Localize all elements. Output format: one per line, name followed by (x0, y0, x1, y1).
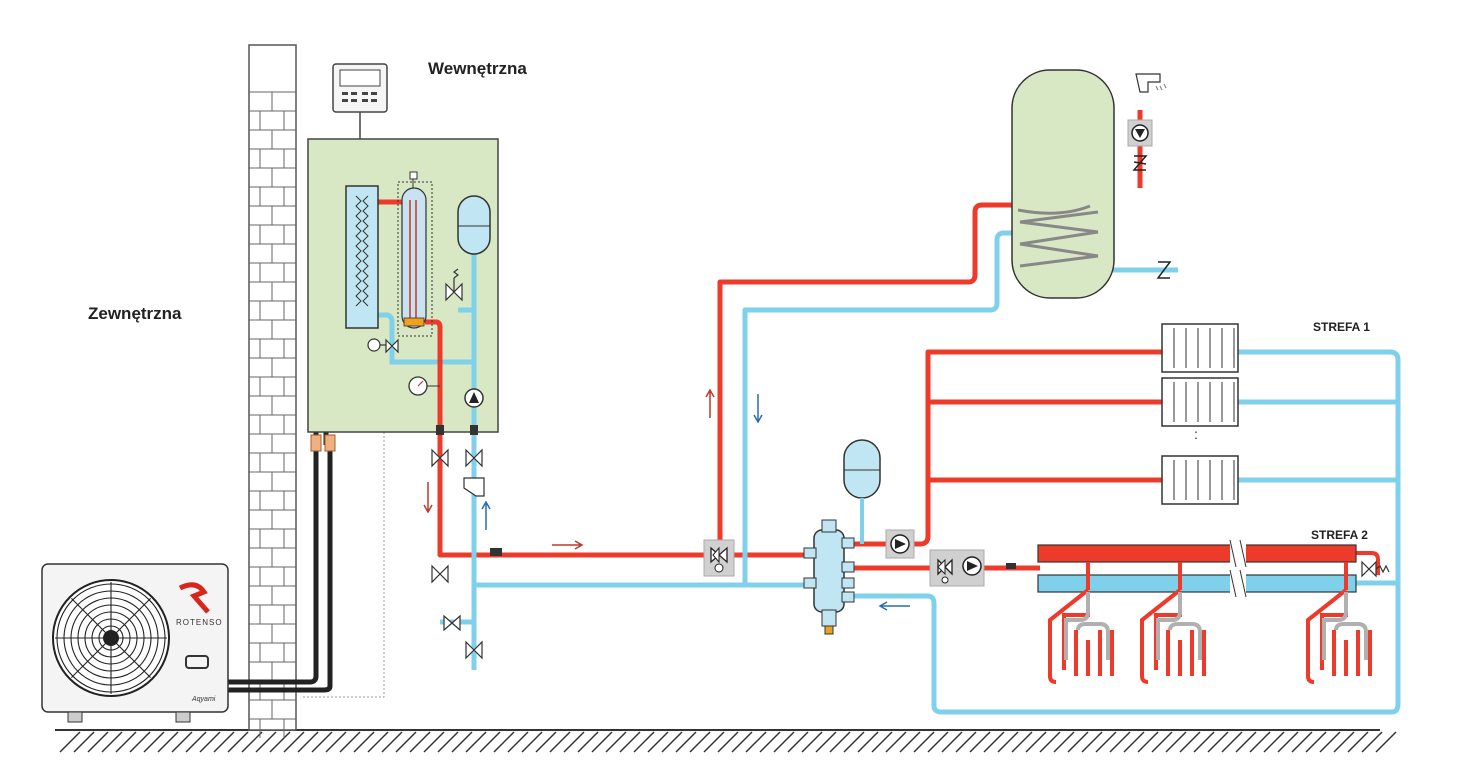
radiator (1161, 455, 1239, 505)
black-fittings (436, 425, 1016, 569)
heating-expansion-vessel (843, 439, 881, 544)
refrigerant-fittings (310, 434, 336, 452)
zone1-radiators (1161, 323, 1239, 505)
zone2-pump-icon (962, 556, 982, 576)
ground (55, 729, 1397, 753)
pressure-gauge-icon (408, 376, 440, 396)
outdoor-brand: ROTENSO (176, 618, 223, 627)
outdoor-heat-pump-unit (41, 563, 229, 723)
ufh-return-manifold (1037, 569, 1357, 598)
ufh-supply-manifold (1037, 539, 1357, 568)
outdoor-label: Zewnętrzna (88, 304, 182, 323)
control-cable (302, 432, 385, 698)
controller-panel (332, 63, 388, 139)
ufh-loop (1306, 562, 1372, 684)
check-valve-icon (1132, 155, 1148, 171)
return-pipes (440, 230, 1401, 715)
radiator-gap-marker: : (1194, 426, 1198, 442)
indoor-return-lines (376, 250, 477, 445)
bypass-valve-icon (1361, 560, 1390, 578)
zone1-label: STREFA 1 (1313, 320, 1370, 334)
radiator (1161, 377, 1239, 427)
hydraulic-separator (803, 519, 855, 635)
outdoor-model: Aqyami (192, 696, 216, 703)
service-valves (431, 448, 483, 660)
cold-water-check-valve-icon (1156, 261, 1172, 279)
plate-heat-exchanger (345, 185, 379, 329)
zone2-label: STREFA 2 (1311, 528, 1368, 542)
dhw-recirculation-pump-icon (1127, 119, 1153, 147)
flow-switch-icon (367, 338, 399, 354)
backup-heater (397, 171, 433, 337)
expansion-vessel (457, 195, 491, 255)
brand-logo-icon (178, 582, 210, 614)
zone1-pump-icon (885, 529, 915, 559)
safety-valve-icon (445, 268, 463, 302)
ufh-loop (1048, 562, 1114, 684)
brick-wall (248, 44, 297, 738)
flow-arrows (423, 388, 910, 611)
shower-head-icon (1135, 73, 1167, 93)
strainer-icon (463, 477, 485, 497)
indoor-label: Wewnętrzna (428, 59, 527, 78)
ufh-loops (1048, 562, 1372, 684)
zone2-supply-end (1356, 551, 1380, 575)
ufh-loop (1140, 562, 1206, 684)
hot-water-tank (1011, 69, 1115, 299)
three-way-valve-icon (703, 539, 735, 577)
radiator (1161, 323, 1239, 373)
circulation-pump-icon (464, 388, 484, 408)
